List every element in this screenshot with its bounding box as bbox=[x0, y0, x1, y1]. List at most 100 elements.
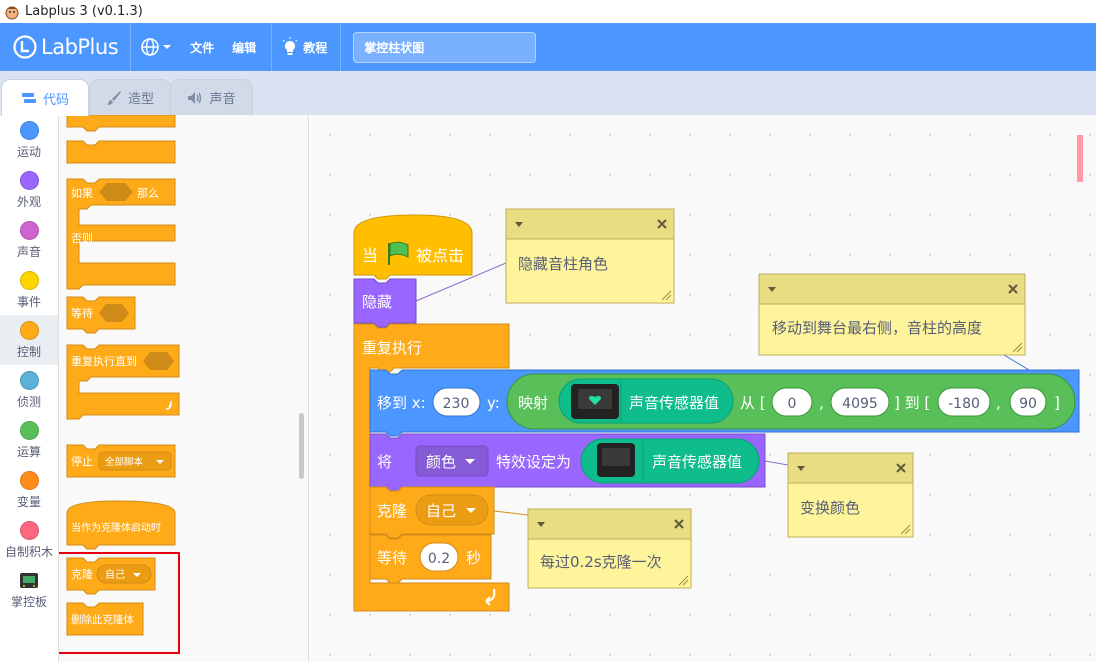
clone-option[interactable]: 自己 bbox=[426, 502, 456, 520]
when-label: 当 bbox=[362, 246, 378, 265]
to-min-input[interactable] bbox=[937, 387, 991, 417]
script-canvas: 当 被点击 隐藏 重复执行 移到 x: 230 y: 映射 声音传感器值 从 [… bbox=[353, 135, 1083, 612]
category-color-icon bbox=[19, 320, 39, 340]
effect-dropdown[interactable] bbox=[415, 445, 489, 477]
category-color-icon bbox=[19, 120, 39, 140]
collapse-icon bbox=[537, 522, 545, 527]
category-variables[interactable]: 变量 bbox=[0, 465, 58, 515]
tab-code-label: 代码 bbox=[42, 92, 69, 108]
tutorial-label: 教程 bbox=[303, 40, 328, 55]
category-my-blocks[interactable]: 自制积木 bbox=[0, 515, 58, 565]
chevron-down-icon bbox=[133, 573, 141, 577]
palette-if-else-block[interactable] bbox=[66, 178, 176, 290]
chevron-down-icon bbox=[163, 45, 172, 49]
seconds-label: 秒 bbox=[466, 549, 481, 567]
lightbulb-icon bbox=[282, 37, 298, 55]
file-menu[interactable]: 文件 bbox=[190, 40, 215, 55]
tab-code[interactable]: 代码 bbox=[1, 79, 89, 116]
collapse-icon bbox=[768, 287, 776, 292]
board-icon bbox=[20, 572, 38, 588]
x-value: 230 bbox=[443, 396, 470, 412]
labplus-logo[interactable]: LabPlus bbox=[12, 34, 119, 60]
language-menu[interactable] bbox=[131, 23, 181, 71]
category-menu: 运动 外观 声音 事件 控制 侦测 运算 变量 自制积木 掌控板 bbox=[0, 115, 59, 662]
comment-move[interactable] bbox=[758, 273, 1026, 356]
category-control[interactable]: 控制 bbox=[0, 315, 58, 365]
category-events[interactable]: 事件 bbox=[0, 265, 58, 315]
wait-input[interactable] bbox=[419, 542, 459, 572]
when-clone-label: 当作为克隆体启动时 bbox=[71, 521, 161, 534]
comma-label: , bbox=[996, 394, 1001, 412]
logo-icon bbox=[13, 35, 37, 59]
repeat-until-label: 重复执行直到 bbox=[71, 354, 137, 368]
close-icon bbox=[657, 219, 667, 229]
comment-color[interactable] bbox=[787, 452, 914, 538]
tab-costumes[interactable]: 造型 bbox=[89, 79, 171, 115]
comment-color-text: 变换颜色 bbox=[800, 499, 860, 517]
comment-move-text: 移动到舞台最右侧，音柱的高度 bbox=[772, 319, 982, 337]
create-clone-block[interactable] bbox=[369, 486, 495, 539]
palette-partial-block[interactable] bbox=[66, 115, 176, 164]
project-title-input[interactable]: 掌控柱状图 bbox=[353, 31, 537, 63]
from-min-input[interactable] bbox=[771, 387, 813, 417]
comment-clone-text: 每过0.2s克隆一次 bbox=[540, 553, 662, 571]
category-looks[interactable]: 外观 bbox=[0, 165, 58, 215]
palette-scrollbar[interactable] bbox=[299, 413, 304, 479]
clicked-label: 被点击 bbox=[416, 246, 464, 265]
palette-stop-block[interactable] bbox=[66, 444, 176, 478]
category-sound[interactable]: 声音 bbox=[0, 215, 58, 265]
category-color-icon bbox=[19, 470, 39, 490]
stop-option[interactable]: 全部脚本 bbox=[105, 456, 144, 468]
clone-option[interactable]: 自己 bbox=[105, 568, 125, 581]
stage-edge-indicator bbox=[1077, 135, 1083, 182]
to-max-input[interactable] bbox=[1009, 387, 1047, 417]
category-color-icon bbox=[19, 270, 39, 290]
sound-sensor-reporter[interactable] bbox=[558, 378, 734, 424]
palette-create-clone-block[interactable] bbox=[66, 557, 156, 595]
category-mpython[interactable]: 掌控板 bbox=[0, 565, 58, 615]
forever-block[interactable] bbox=[353, 323, 510, 612]
palette-delete-clone-block[interactable] bbox=[66, 602, 144, 636]
script-workspace[interactable]: 当 被点击 隐藏 重复执行 移到 x: 230 y: 映射 声音传感器值 从 [… bbox=[310, 115, 1096, 662]
goto-label: 移到 x: bbox=[377, 394, 426, 412]
to-label: ] 到 [ bbox=[894, 394, 930, 412]
from-max-value: 4095 bbox=[842, 396, 878, 412]
comment-link bbox=[415, 262, 507, 302]
effect-set-label: 特效设定为 bbox=[496, 453, 571, 471]
palette-wait-block[interactable] bbox=[66, 296, 136, 334]
comment-hide[interactable] bbox=[505, 208, 675, 304]
edit-menu[interactable]: 编辑 bbox=[232, 40, 257, 55]
tab-costumes-label: 造型 bbox=[127, 92, 154, 107]
from-max-input[interactable] bbox=[830, 387, 890, 417]
tab-sounds[interactable]: 声音 bbox=[170, 79, 253, 115]
x-input[interactable] bbox=[432, 387, 481, 417]
palette-when-clone-block[interactable] bbox=[66, 500, 176, 550]
tab-sounds-label: 声音 bbox=[209, 92, 236, 107]
collapse-icon bbox=[797, 466, 805, 471]
category-sensing[interactable]: 侦测 bbox=[0, 365, 58, 415]
sound-sensor-reporter[interactable] bbox=[580, 438, 760, 484]
clone-label: 克隆 bbox=[377, 502, 407, 520]
clone-label: 克隆 bbox=[71, 567, 93, 581]
green-flag-icon bbox=[388, 241, 409, 265]
hide-block[interactable] bbox=[353, 278, 417, 328]
loop-arrow-icon bbox=[165, 400, 172, 410]
to-max-value: 90 bbox=[1019, 396, 1037, 412]
loop-arrow-icon bbox=[485, 588, 496, 606]
code-icon bbox=[21, 93, 36, 103]
category-color-icon bbox=[19, 520, 39, 540]
hide-label: 隐藏 bbox=[362, 293, 392, 311]
speaker-icon bbox=[188, 91, 202, 104]
comment-clone[interactable] bbox=[527, 508, 692, 589]
resize-handle-icon bbox=[678, 575, 689, 586]
forever-label: 重复执行 bbox=[362, 339, 422, 357]
when-flag-clicked-block[interactable] bbox=[353, 214, 473, 280]
paintbrush-icon bbox=[106, 90, 121, 105]
window-titlebar: Labplus 3 (v0.1.3) bbox=[0, 0, 1096, 23]
category-motion[interactable]: 运动 bbox=[0, 115, 58, 165]
palette-repeat-until-block[interactable] bbox=[66, 344, 180, 420]
tutorial-menu[interactable]: 教程 bbox=[272, 23, 336, 71]
category-operators[interactable]: 运算 bbox=[0, 415, 58, 465]
palette-blocks: 如果 那么 否则 等待 重复执行直到 停止 全部脚本 当作为克隆体启动时 克隆 … bbox=[59, 115, 304, 654]
comment-link bbox=[764, 460, 789, 466]
